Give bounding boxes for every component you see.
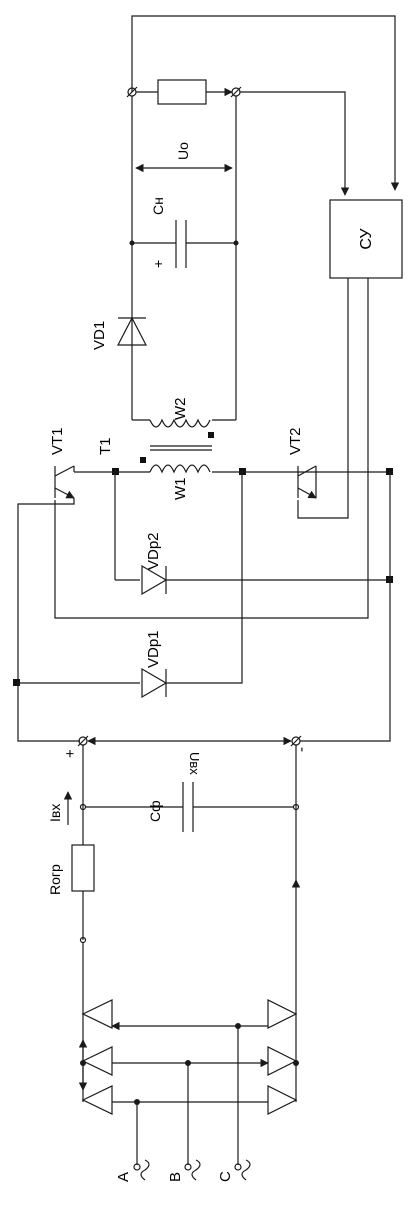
phase-a-label: A (115, 1172, 132, 1182)
transformer-label: T1 (97, 437, 114, 455)
input-current-label: Iвх (47, 804, 63, 822)
phase-a-ac-symbol (140, 1159, 150, 1181)
input-plus-label: + (62, 749, 79, 758)
winding-w2 (149, 418, 211, 428)
bridge-diode-positive-1 (81, 999, 113, 1029)
input-rail-positive (17, 683, 80, 742)
output-voltage-label: Uo (175, 142, 191, 160)
load-resistor (157, 79, 207, 105)
rectifier-bridge: A B C (78, 999, 299, 1182)
cu-to-vt2 (297, 278, 349, 519)
transistor-vt2-label: VT2 (287, 427, 304, 455)
transformer-t1: W2 W1 T1 (97, 398, 236, 501)
phase-b-ac-symbol (191, 1159, 201, 1181)
bridge-diode-negative-3 (267, 1085, 298, 1115)
cu-to-vt1 (54, 278, 369, 619)
input-voltage-label: Uвх (187, 752, 202, 775)
bridge-diode-negative-1 (267, 999, 298, 1029)
limit-resistor (71, 844, 95, 892)
w1-dot-marker (140, 457, 146, 463)
bridge-diode-negative-2 (267, 1046, 298, 1076)
w2-dot-marker (208, 432, 214, 438)
diode-vdp1 (141, 667, 168, 699)
phase-c-label: C (217, 1171, 234, 1182)
control-unit-label: СУ (358, 228, 375, 250)
winding-w2-label: W2 (172, 398, 189, 421)
diode-vdp1-label: VDp1 (145, 630, 162, 668)
input-rail-negative (300, 472, 391, 742)
diode-vd1-label: VD1 (91, 321, 108, 350)
phase-c-ac-symbol (241, 1159, 251, 1181)
bridge-diode-positive-2 (81, 1046, 113, 1076)
diode-vdp2-label: VDp2 (145, 532, 162, 570)
diode-vdp2 (141, 564, 168, 596)
filter-capacitor-label: Сф (147, 800, 163, 822)
primary-circuit: VT1 VT2 VDp2 VDp1 (13, 427, 393, 742)
diode-vd1 (117, 316, 147, 346)
limit-resistor-label: Rогр (47, 864, 63, 895)
winding-w1-label: W1 (172, 478, 189, 501)
load-capacitor-label: Сн (150, 197, 166, 215)
feedback-wire-top (131, 15, 400, 191)
input-section: + - Uвх Сф Iвх Rогр (47, 735, 310, 1102)
input-minus-label: - (293, 747, 310, 752)
phase-b-label: B (167, 1172, 184, 1182)
output-section: Uo Сн + VD1 (91, 15, 400, 420)
bridge-diode-positive-3 (81, 1085, 113, 1115)
load-capacitor-polarity: + (150, 260, 166, 268)
feedback-wire-load (240, 91, 350, 196)
transistor-vt1-label: VT1 (49, 427, 66, 455)
winding-w1 (149, 464, 211, 474)
control-unit-box (329, 199, 403, 279)
control-unit: СУ (54, 199, 403, 619)
